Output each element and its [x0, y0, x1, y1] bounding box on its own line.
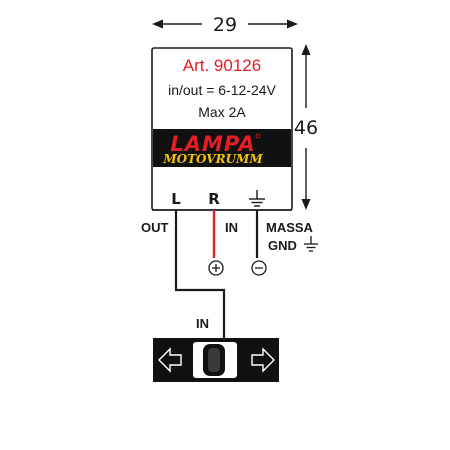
registered-mark-icon — [255, 133, 261, 139]
width-dimension: 29 — [152, 14, 298, 36]
wires — [174, 210, 259, 338]
ground-icon — [249, 190, 265, 207]
minus-circle-icon — [251, 260, 267, 276]
terminal-l-label: L — [171, 190, 181, 208]
height-dimension: 46 — [294, 44, 318, 210]
arrow-up-head-icon — [301, 44, 311, 55]
terminal-r-label: R — [208, 190, 220, 208]
out-wire — [174, 210, 226, 338]
height-label: 46 — [294, 117, 318, 139]
width-label: 29 — [213, 14, 237, 36]
switch-in-label: IN — [196, 316, 209, 331]
turn-signal-switch — [153, 338, 279, 382]
motovrumm-logo: MOTOVRUMM — [162, 152, 263, 166]
module-box: Art. 90126 in/out = 6-12-24V Max 2A LAMP… — [151, 47, 293, 211]
switch-knob-highlight — [208, 348, 220, 372]
arrow-down-head-icon — [301, 199, 311, 210]
gnd-label: GND — [268, 238, 297, 253]
plus-circle-icon — [208, 260, 224, 276]
massa-label: MASSA — [266, 220, 314, 235]
gnd-ground-icon — [304, 236, 318, 252]
in-label: IN — [225, 220, 238, 235]
max-current-spec: Max 2A — [198, 104, 246, 120]
arrow-left-icon — [158, 347, 182, 373]
article-number: Art. 90126 — [183, 56, 261, 75]
lampa-logo: LAMPA — [170, 132, 255, 156]
brand-band — [153, 129, 291, 167]
out-label: OUT — [141, 220, 169, 235]
arrow-right-head-icon — [287, 19, 298, 29]
voltage-spec: in/out = 6-12-24V — [168, 82, 276, 98]
arrow-left-head-icon — [152, 19, 163, 29]
arrow-right-icon — [251, 347, 275, 373]
